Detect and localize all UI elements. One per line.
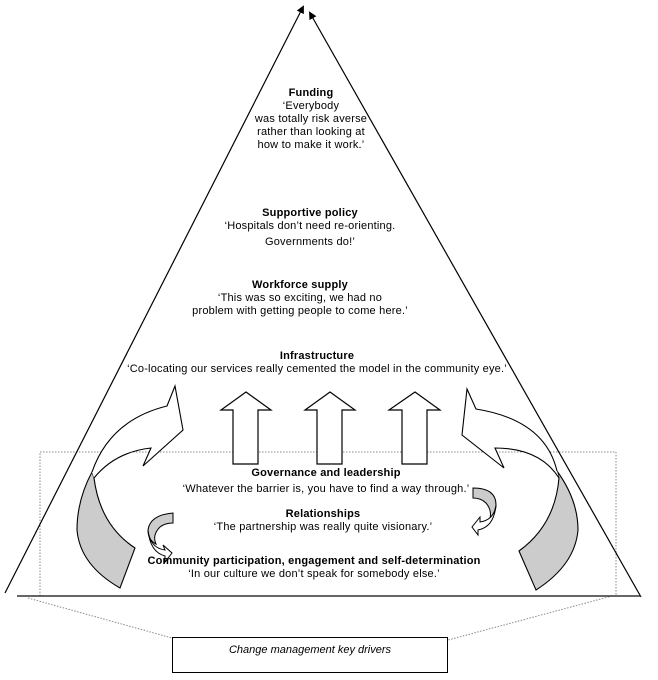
up-arrow-icon xyxy=(387,391,442,465)
right-curved-arrow-icon xyxy=(461,386,579,591)
left-curved-arrow-icon xyxy=(76,384,184,589)
level-quote-line: ‘Co-locating our services really cemente… xyxy=(127,363,507,375)
level-quote-line: how to make it work.’ xyxy=(257,139,365,151)
level-supportive-policy: Supportive policy ‘Hospitals don’t need … xyxy=(225,207,396,249)
caption-box: Change management key drivers xyxy=(172,637,448,673)
pyramid-left-side-arrow xyxy=(4,5,304,594)
level-workforce-supply: Workforce supply ‘This was so exciting, … xyxy=(192,279,408,318)
level-heading: Governance and leadership xyxy=(251,467,401,479)
level-community-participation: Community participation, engagement and … xyxy=(147,555,480,581)
level-quote-line: ‘Whatever the barrier is, you have to fi… xyxy=(182,483,470,495)
level-heading: Workforce supply xyxy=(252,279,348,291)
level-heading: Funding xyxy=(288,87,334,99)
connector-right xyxy=(447,595,613,641)
small-right-curl-arrow-icon xyxy=(471,487,497,537)
level-quote-line: problem with getting people to come here… xyxy=(192,305,408,317)
level-quote-line: ‘Everybody xyxy=(282,100,340,112)
up-arrow-icon xyxy=(303,391,357,465)
level-relationships: Relationships ‘The partnership was reall… xyxy=(214,508,433,534)
level-quote-line: ‘Hospitals don’t need re-orienting. xyxy=(224,220,396,232)
level-quote-line: was totally risk averse xyxy=(254,113,368,125)
level-funding: Funding ‘Everybody was totally risk aver… xyxy=(255,87,367,152)
level-heading: Community participation, engagement and … xyxy=(147,555,481,567)
connector-left xyxy=(27,597,173,639)
level-heading: Relationships xyxy=(285,508,361,520)
level-governance-and-leadership: Governance and leadership ‘Whatever the … xyxy=(183,467,470,496)
level-quote-line: ‘This was so exciting, we had no xyxy=(217,292,383,304)
level-quote-line: ‘The partnership was really quite vision… xyxy=(213,521,433,533)
pyramid-right-side-arrow xyxy=(309,11,642,598)
up-arrow-icon xyxy=(219,391,273,465)
level-infrastructure: Infrastructure ‘Co-locating our services… xyxy=(127,350,507,376)
small-left-curl-arrow-icon xyxy=(147,512,174,564)
level-quote-line: ‘In our culture we don’t speak for someb… xyxy=(188,568,440,580)
caption-text: Change management key drivers xyxy=(228,644,392,656)
level-heading: Supportive policy xyxy=(262,207,358,219)
level-heading: Infrastructure xyxy=(279,350,355,362)
level-quote-line: Governments do!’ xyxy=(264,236,356,248)
level-quote-line: rather than looking at xyxy=(257,126,365,138)
